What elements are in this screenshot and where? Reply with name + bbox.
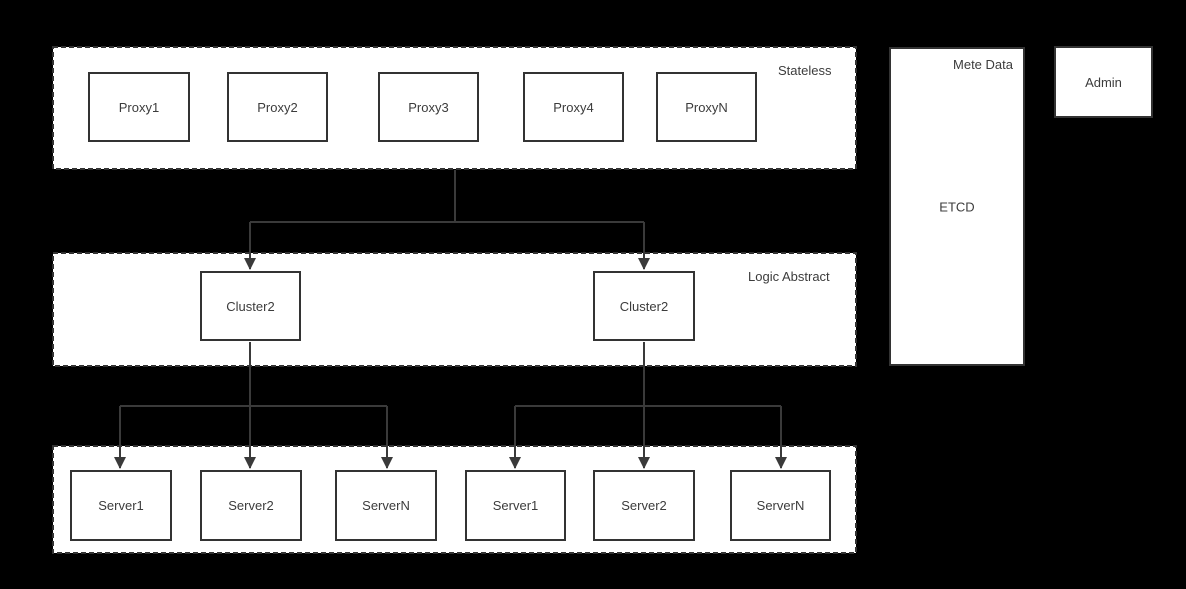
node-server-r2: Server2	[593, 470, 695, 541]
group-logic-abstract-frame	[52, 252, 857, 367]
node-server-rN: ServerN	[730, 470, 831, 541]
node-proxy4: Proxy4	[523, 72, 624, 142]
mete-data-label: Mete Data	[953, 57, 1013, 72]
connector-cluster-right-to-servers	[509, 342, 787, 469]
node-cluster-left: Cluster2	[200, 271, 301, 341]
container-mete-data: Mete Data ETCD	[889, 47, 1025, 366]
node-server-lN: ServerN	[335, 470, 437, 541]
node-etcd: ETCD	[939, 199, 975, 214]
node-proxy2: Proxy2	[227, 72, 328, 142]
connector-stateless-to-clusters	[244, 170, 650, 270]
node-proxy1: Proxy1	[88, 72, 190, 142]
group-servers-frame	[52, 445, 857, 554]
node-admin: Admin	[1054, 46, 1153, 118]
node-server-l1: Server1	[70, 470, 172, 541]
group-label-stateless: Stateless	[778, 63, 832, 78]
node-server-r1: Server1	[465, 470, 566, 541]
node-proxyN: ProxyN	[656, 72, 757, 142]
node-proxy3: Proxy3	[378, 72, 479, 142]
group-label-logic-abstract: Logic Abstract	[748, 269, 830, 284]
connector-cluster-left-to-servers	[114, 342, 393, 469]
node-cluster-right: Cluster2	[593, 271, 695, 341]
node-server-l2: Server2	[200, 470, 302, 541]
